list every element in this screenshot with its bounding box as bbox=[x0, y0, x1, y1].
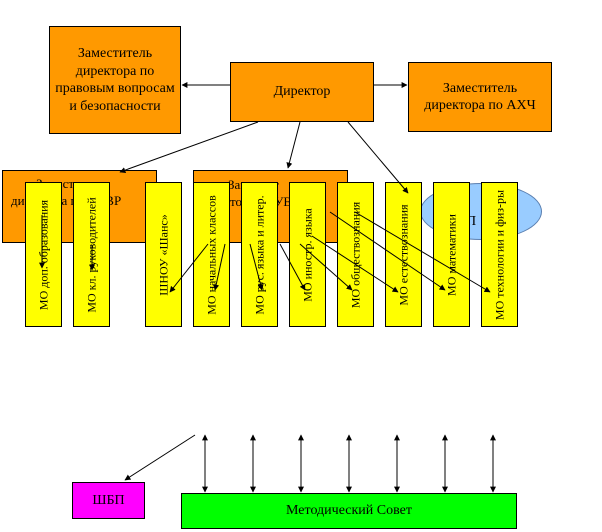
arrow-uvr-col8 bbox=[311, 235, 399, 293]
deputy-legal-box: Заместитель директора по правовым вопрос… bbox=[49, 26, 181, 134]
ellipse-fragment-text: П bbox=[466, 214, 477, 229]
shbp-label: ШБП bbox=[92, 492, 125, 508]
deputy-ahch-box: Заместитель директора по АХЧ bbox=[408, 62, 552, 132]
arrow-uvr-col5 bbox=[249, 243, 264, 291]
mo-column-8: МО естествознания bbox=[385, 182, 422, 327]
arrow-uvr-col9 bbox=[329, 211, 446, 291]
director-box: Директор bbox=[230, 62, 374, 122]
arrow-uvr-col6 bbox=[279, 243, 306, 291]
methodical-council-label: Методический Совет bbox=[286, 503, 412, 519]
arrow-uvr-col7 bbox=[299, 243, 353, 291]
mo-column-6: МО иностр. языка bbox=[289, 182, 326, 327]
deputy-ahch-label: Заместитель директора по АХЧ bbox=[424, 80, 536, 114]
mo-column-10: МО технологии и физ-ры bbox=[481, 182, 518, 327]
arrow-director-ellipse bbox=[347, 121, 409, 194]
mo-column-3: ШНОУ «Шанс» bbox=[145, 182, 182, 327]
director-label: Директор bbox=[273, 84, 331, 100]
arrow-to-shbp bbox=[124, 434, 196, 481]
methodical-council-box: Методический Совет bbox=[181, 493, 517, 529]
shbp-box: ШБП bbox=[72, 482, 145, 519]
mo-column-1: МО доп. образования bbox=[25, 182, 62, 327]
mo-column-5: МО рус. языка и литер. bbox=[241, 182, 278, 327]
mo-column-9: МО математики bbox=[433, 182, 470, 327]
arrow-uvr-col10 bbox=[354, 211, 491, 293]
deputy-legal-label: Заместитель директора по правовым вопрос… bbox=[55, 46, 175, 114]
arrow-director-uvr bbox=[286, 121, 301, 169]
arrow-director-ovvr bbox=[119, 121, 259, 173]
mo-column-7: МО обществознания bbox=[337, 182, 374, 327]
arrow-uvr-col4 bbox=[213, 243, 226, 291]
arrow-uvr-col3 bbox=[169, 243, 209, 293]
